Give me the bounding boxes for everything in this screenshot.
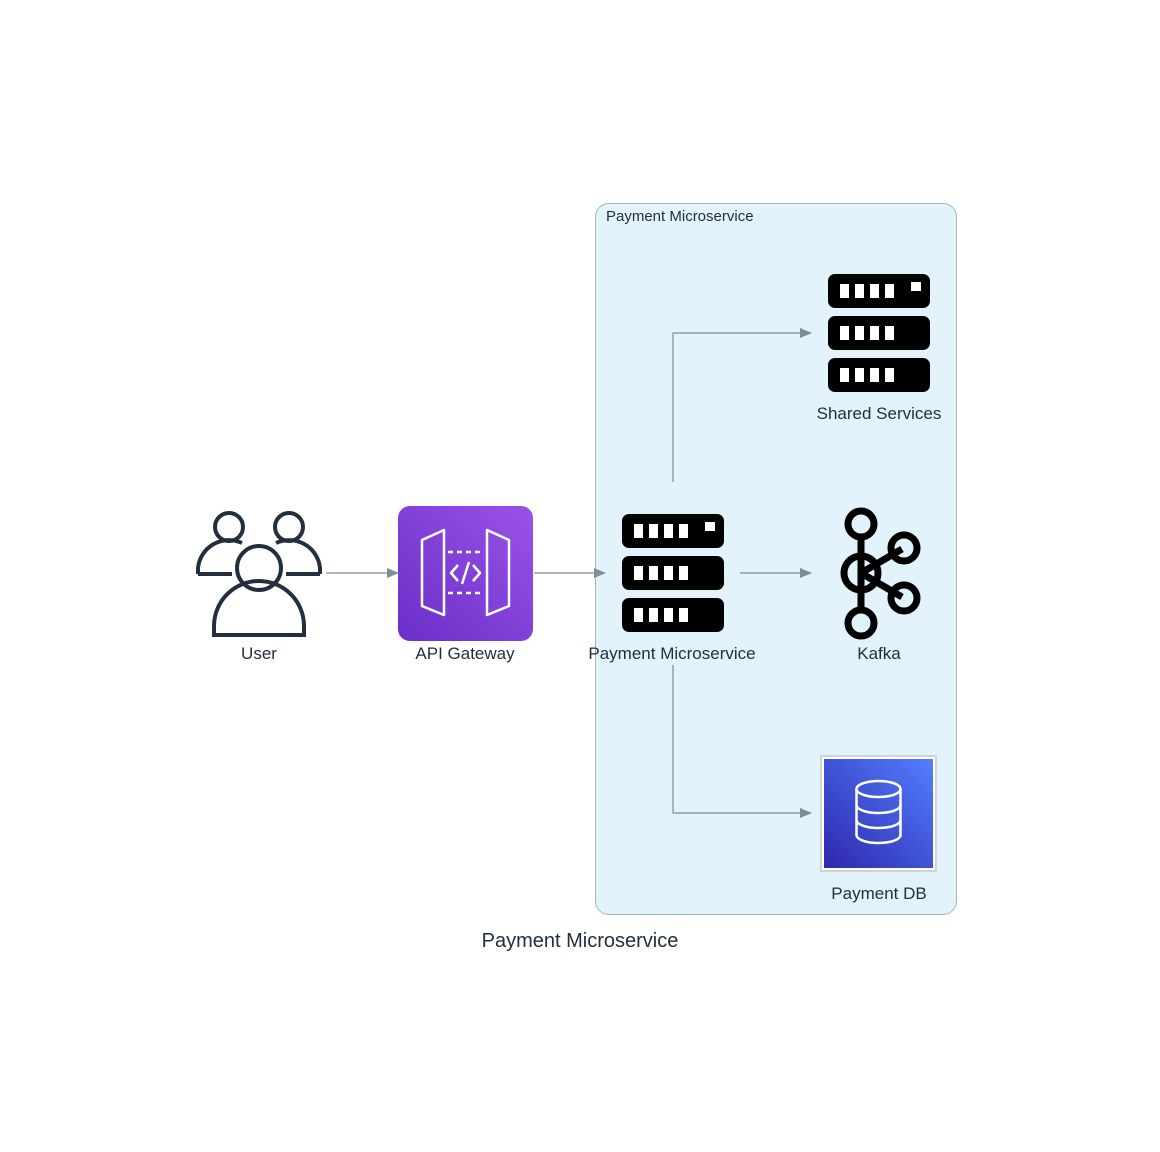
node-user[interactable]	[194, 508, 324, 638]
node-kafka[interactable]	[830, 505, 926, 641]
kafka-icon	[840, 507, 921, 640]
node-payment-db-label: Payment DB	[831, 884, 927, 903]
node-kafka-label: Kafka	[857, 644, 901, 663]
server-icon	[622, 514, 724, 632]
edge-payment-service-to-payment-db	[672, 665, 812, 818]
diagram-caption: Payment Microservice	[481, 930, 679, 952]
node-api-gateway-label: API Gateway	[415, 644, 515, 663]
database-icon	[820, 755, 937, 872]
api-gateway-icon	[398, 506, 533, 641]
node-user-label: User	[241, 644, 277, 663]
server-icon	[828, 274, 930, 392]
edge-payment-service-to-shared-services	[672, 328, 812, 482]
node-api-gateway[interactable]	[398, 506, 533, 641]
node-payment-microservice[interactable]	[622, 514, 724, 632]
node-shared-services-label: Shared Services	[816, 404, 942, 423]
node-payment-microservice-label: Payment Microservice	[588, 644, 756, 663]
node-shared-services[interactable]	[828, 274, 930, 392]
node-payment-db[interactable]	[820, 755, 937, 872]
users-icon	[196, 511, 322, 637]
cluster-label: Payment Microservice	[606, 208, 754, 225]
